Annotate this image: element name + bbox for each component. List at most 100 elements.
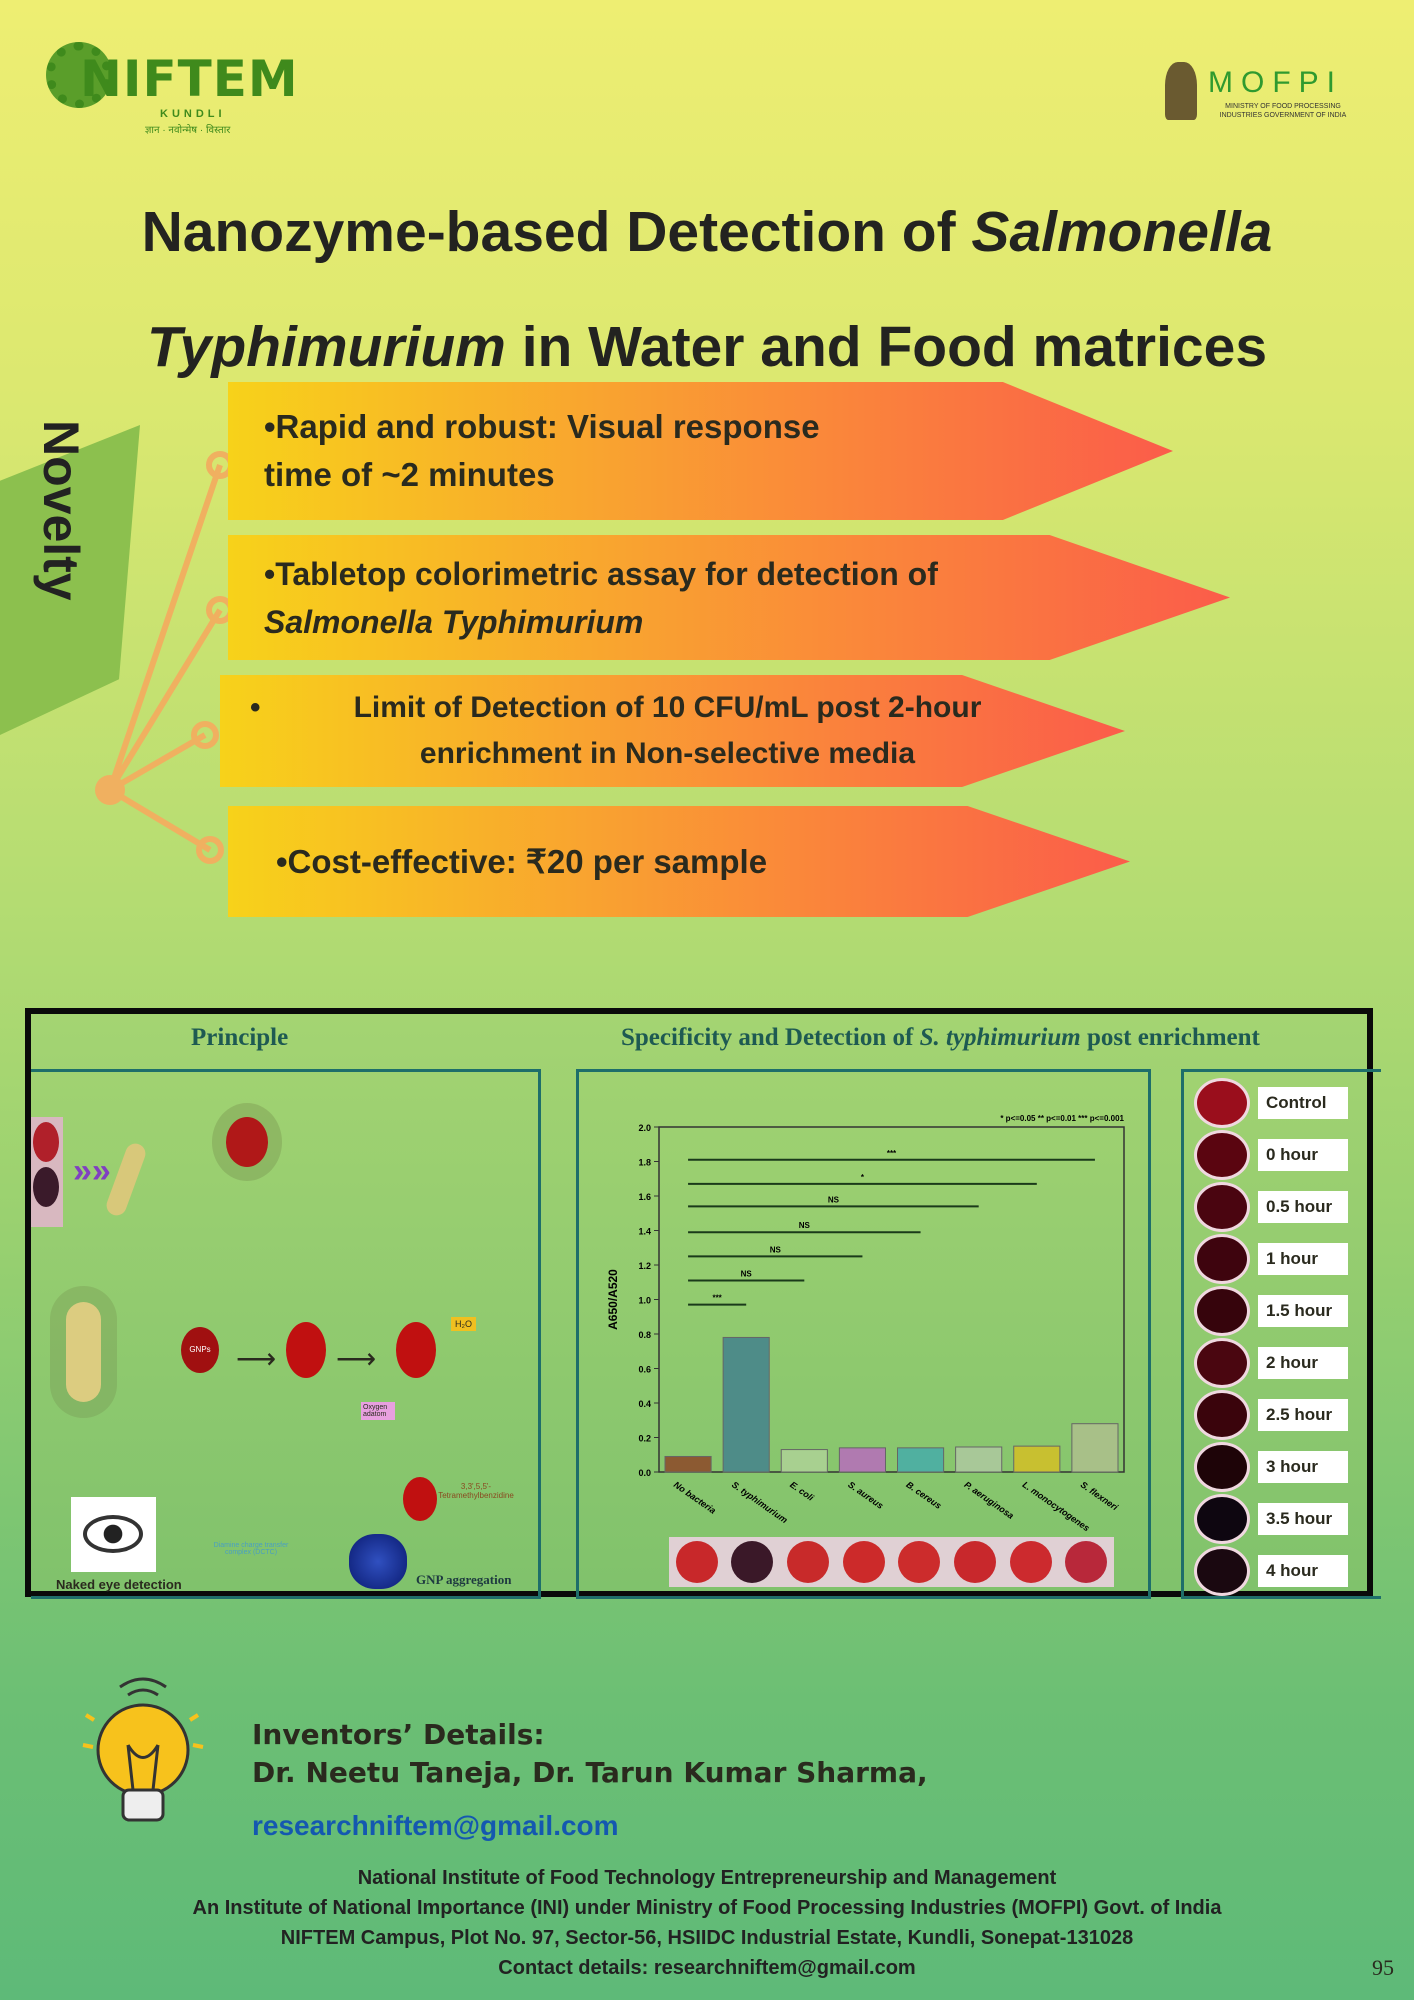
lightbulb-icon <box>82 1677 204 1822</box>
bar <box>1071 1423 1119 1473</box>
inventors-email-link[interactable]: researchniftem@gmail.com <box>252 1810 619 1841</box>
x-tick-label: B. cereus <box>904 1479 943 1510</box>
niftem-logo-sub: KUNDLI <box>160 108 226 120</box>
title-text: Nanozyme-based Detection of <box>141 200 972 264</box>
y-tick-label: 1.4 <box>638 1227 651 1237</box>
x-tick-label: E. coli <box>788 1479 816 1503</box>
significance-label: *** <box>887 1149 897 1158</box>
significance-label: NS <box>741 1270 753 1279</box>
well-time-label: 0 hour <box>1258 1139 1348 1171</box>
novelty-point-4: •Cost-effective: ₹20 per sample <box>228 806 1130 917</box>
well-time-label: 3.5 hour <box>1258 1503 1348 1535</box>
figure-panel: Principle Specificity and Detection of S… <box>25 1008 1381 1599</box>
well-time-label: 0.5 hour <box>1258 1191 1348 1223</box>
t: S. typhimurium <box>919 1024 1081 1051</box>
water-label: H₂O <box>451 1317 476 1331</box>
bar <box>1013 1445 1061 1473</box>
novelty-point-3: •Limit of Detection of 10 CFU/mL post 2-… <box>220 675 1125 787</box>
y-tick-label: 2.0 <box>638 1123 651 1133</box>
x-tick-label: No bacteria <box>672 1479 718 1515</box>
gnp-icon <box>286 1322 326 1378</box>
title-text: in Water and Food matrices <box>505 315 1268 379</box>
plate-well <box>787 1541 830 1583</box>
oxygen-label: Oxygen adatom <box>361 1402 395 1420</box>
enrichment-well-row: 0 hour <box>1194 1130 1348 1180</box>
gnp-icon: GNPs <box>181 1327 219 1373</box>
y-tick-label: 0.4 <box>638 1399 651 1409</box>
enrichment-well-row: 1 hour <box>1194 1234 1348 1284</box>
y-tick-label: 0.8 <box>638 1330 651 1340</box>
significance-label: NS <box>799 1221 811 1230</box>
dctc-label: Diamine charge transfer complex (DCTC) <box>213 1542 289 1556</box>
well-photo <box>1194 1234 1250 1284</box>
gnp-aggregate-icon <box>349 1534 407 1589</box>
well-photo <box>1194 1286 1250 1336</box>
y-tick-label: 0.6 <box>638 1365 651 1375</box>
eye-icon <box>71 1497 156 1572</box>
t: Specificity and Detection of <box>621 1024 920 1051</box>
arrow-icon: ⟶ <box>336 1343 377 1374</box>
y-axis-label: A650/A520 <box>606 1269 620 1330</box>
nanozyme-icon <box>226 1117 268 1167</box>
plate-well <box>1065 1541 1108 1583</box>
plate-well <box>953 1541 996 1583</box>
well-photo <box>1194 1494 1250 1544</box>
footer-line: NIFTEM Campus, Plot No. 97, Sector-56, H… <box>280 1927 1134 1949</box>
significance-legend: * p<=0.05 ** p<=0.01 *** p<=0.001 <box>1000 1114 1124 1123</box>
plate-well <box>731 1541 774 1583</box>
well-photo <box>1194 1390 1250 1440</box>
y-tick-label: 0.0 <box>638 1468 651 1478</box>
y-tick-label: 1.8 <box>638 1158 651 1168</box>
naked-eye-label: Naked eye detection <box>56 1577 182 1592</box>
x-tick-label: S. aureus <box>846 1479 885 1510</box>
enrichment-well-row: 2.5 hour <box>1194 1390 1348 1440</box>
well-time-label: 4 hour <box>1258 1555 1348 1587</box>
well-time-label: 2 hour <box>1258 1347 1348 1379</box>
connector-lines <box>95 451 234 864</box>
enrichment-well-row: 1.5 hour <box>1194 1286 1348 1336</box>
novelty-point-2: •Tabletop colorimetric assay for detecti… <box>228 535 1230 660</box>
enrichment-well-row: 2 hour <box>1194 1338 1348 1388</box>
bar <box>897 1447 945 1473</box>
y-tick-label: 1.2 <box>638 1261 651 1271</box>
bar <box>664 1455 712 1473</box>
principle-diagram: »» GNPs ⟶ ⟶ H₂O Oxygen adatom 3,3',5,5'-… <box>31 1069 541 1599</box>
footer-line: National Institute of Food Technology En… <box>357 1867 1057 1889</box>
enrichment-well-row: Control <box>1194 1078 1348 1128</box>
well-photo <box>1194 1338 1250 1388</box>
y-tick-label: 0.2 <box>638 1434 651 1444</box>
well-photo <box>1194 1078 1250 1128</box>
niftem-gear-icon <box>46 42 112 108</box>
title-italic: Typhimurium <box>146 315 506 379</box>
significance-label: NS <box>828 1195 840 1204</box>
inventors-names: Dr. Neetu Taneja, Dr. Tarun Kumar Sharma… <box>252 1756 928 1789</box>
bar <box>780 1449 828 1473</box>
plate-well <box>1009 1541 1052 1583</box>
poster-title: Nanozyme-based Detection of Salmonella T… <box>60 175 1354 405</box>
significance-label: NS <box>770 1245 782 1254</box>
bullet: • <box>250 691 261 724</box>
well-photo <box>1194 1546 1250 1596</box>
enrichment-well-row: 3.5 hour <box>1194 1494 1348 1544</box>
chevrons-icon: »» <box>73 1152 111 1190</box>
plate-well <box>675 1541 718 1583</box>
point-text: enrichment in Non-selective media <box>419 737 916 770</box>
gnp-icon <box>396 1322 436 1378</box>
arrow-icon: ⟶ <box>236 1343 277 1374</box>
well-photo <box>1194 1130 1250 1180</box>
footer-contact: Contact details: researchniftem@gmail.co… <box>498 1957 916 1979</box>
x-tick-label: S. flexneri <box>1079 1479 1120 1512</box>
mofpi-logo: MOFPI <box>1208 66 1343 99</box>
mofpi-logo-sub: MINISTRY OF FOOD PROCESSING INDUSTRIES G… <box>1219 103 1347 119</box>
well-photo <box>1194 1182 1250 1232</box>
page-number: 95 <box>1372 1955 1394 1980</box>
well-photo <box>31 1117 63 1227</box>
x-tick-label: P. aeruginosa <box>962 1479 1015 1520</box>
tmb-label: 3,3',5,5'-Tetramethylbenzidine <box>438 1482 514 1500</box>
title-italic: Salmonella <box>971 200 1273 264</box>
national-emblem-icon <box>1165 62 1197 120</box>
principle-title: Principle <box>191 1024 289 1051</box>
